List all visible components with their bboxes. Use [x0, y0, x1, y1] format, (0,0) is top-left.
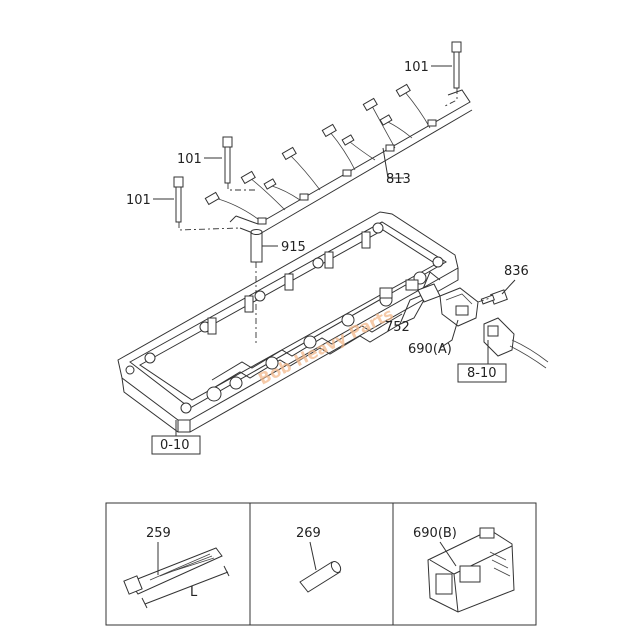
- sleeve-269: [299, 560, 342, 593]
- ref-box-0-10[interactable]: [151, 435, 201, 455]
- rocker-cover-frame: [117, 211, 459, 433]
- label-101-left: 101: [126, 193, 151, 208]
- leader-690a: [439, 319, 459, 349]
- bolt-101-top: [451, 41, 462, 89]
- label-915: 915: [281, 240, 306, 255]
- bolt-left-centerline: [178, 222, 241, 231]
- sensor-690a: [439, 287, 479, 327]
- label-0-10[interactable]: 0-10: [160, 438, 190, 453]
- cable-tie-259: [123, 547, 230, 609]
- bolt-836-centerline: [477, 297, 491, 303]
- sleeve-915: [250, 229, 263, 263]
- bolt-mid-centerline: [227, 183, 258, 191]
- gasket-752: [417, 283, 441, 303]
- bolt-101-middle: [222, 136, 233, 184]
- bolt-top-centerline: [444, 88, 458, 107]
- label-269: 269: [296, 526, 321, 541]
- watermark: Bob Heavy Parts: [255, 304, 396, 389]
- leader-813: [382, 147, 404, 179]
- label-690a: 690(A): [408, 342, 452, 357]
- label-dim-l: L: [190, 585, 198, 600]
- label-690b: 690(B): [413, 526, 457, 541]
- label-259: 259: [146, 526, 171, 541]
- bolt-101-left: [173, 176, 184, 223]
- label-813: 813: [386, 172, 411, 187]
- label-101-middle: 101: [177, 152, 202, 167]
- ref-box-8-10[interactable]: [457, 363, 507, 383]
- label-836: 836: [504, 264, 529, 279]
- leader-690b: [439, 541, 457, 567]
- leader-752: [395, 299, 425, 327]
- leader-836: [501, 279, 516, 295]
- connector-8-10: [483, 317, 549, 369]
- label-101-top: 101: [404, 60, 429, 75]
- label-8-10[interactable]: 8-10: [467, 366, 497, 381]
- detail-panel: [105, 502, 537, 626]
- connector-690b: [427, 527, 515, 613]
- leader-269: [309, 541, 317, 571]
- wiring-harness-813: [204, 83, 473, 236]
- label-752: 752: [385, 320, 410, 335]
